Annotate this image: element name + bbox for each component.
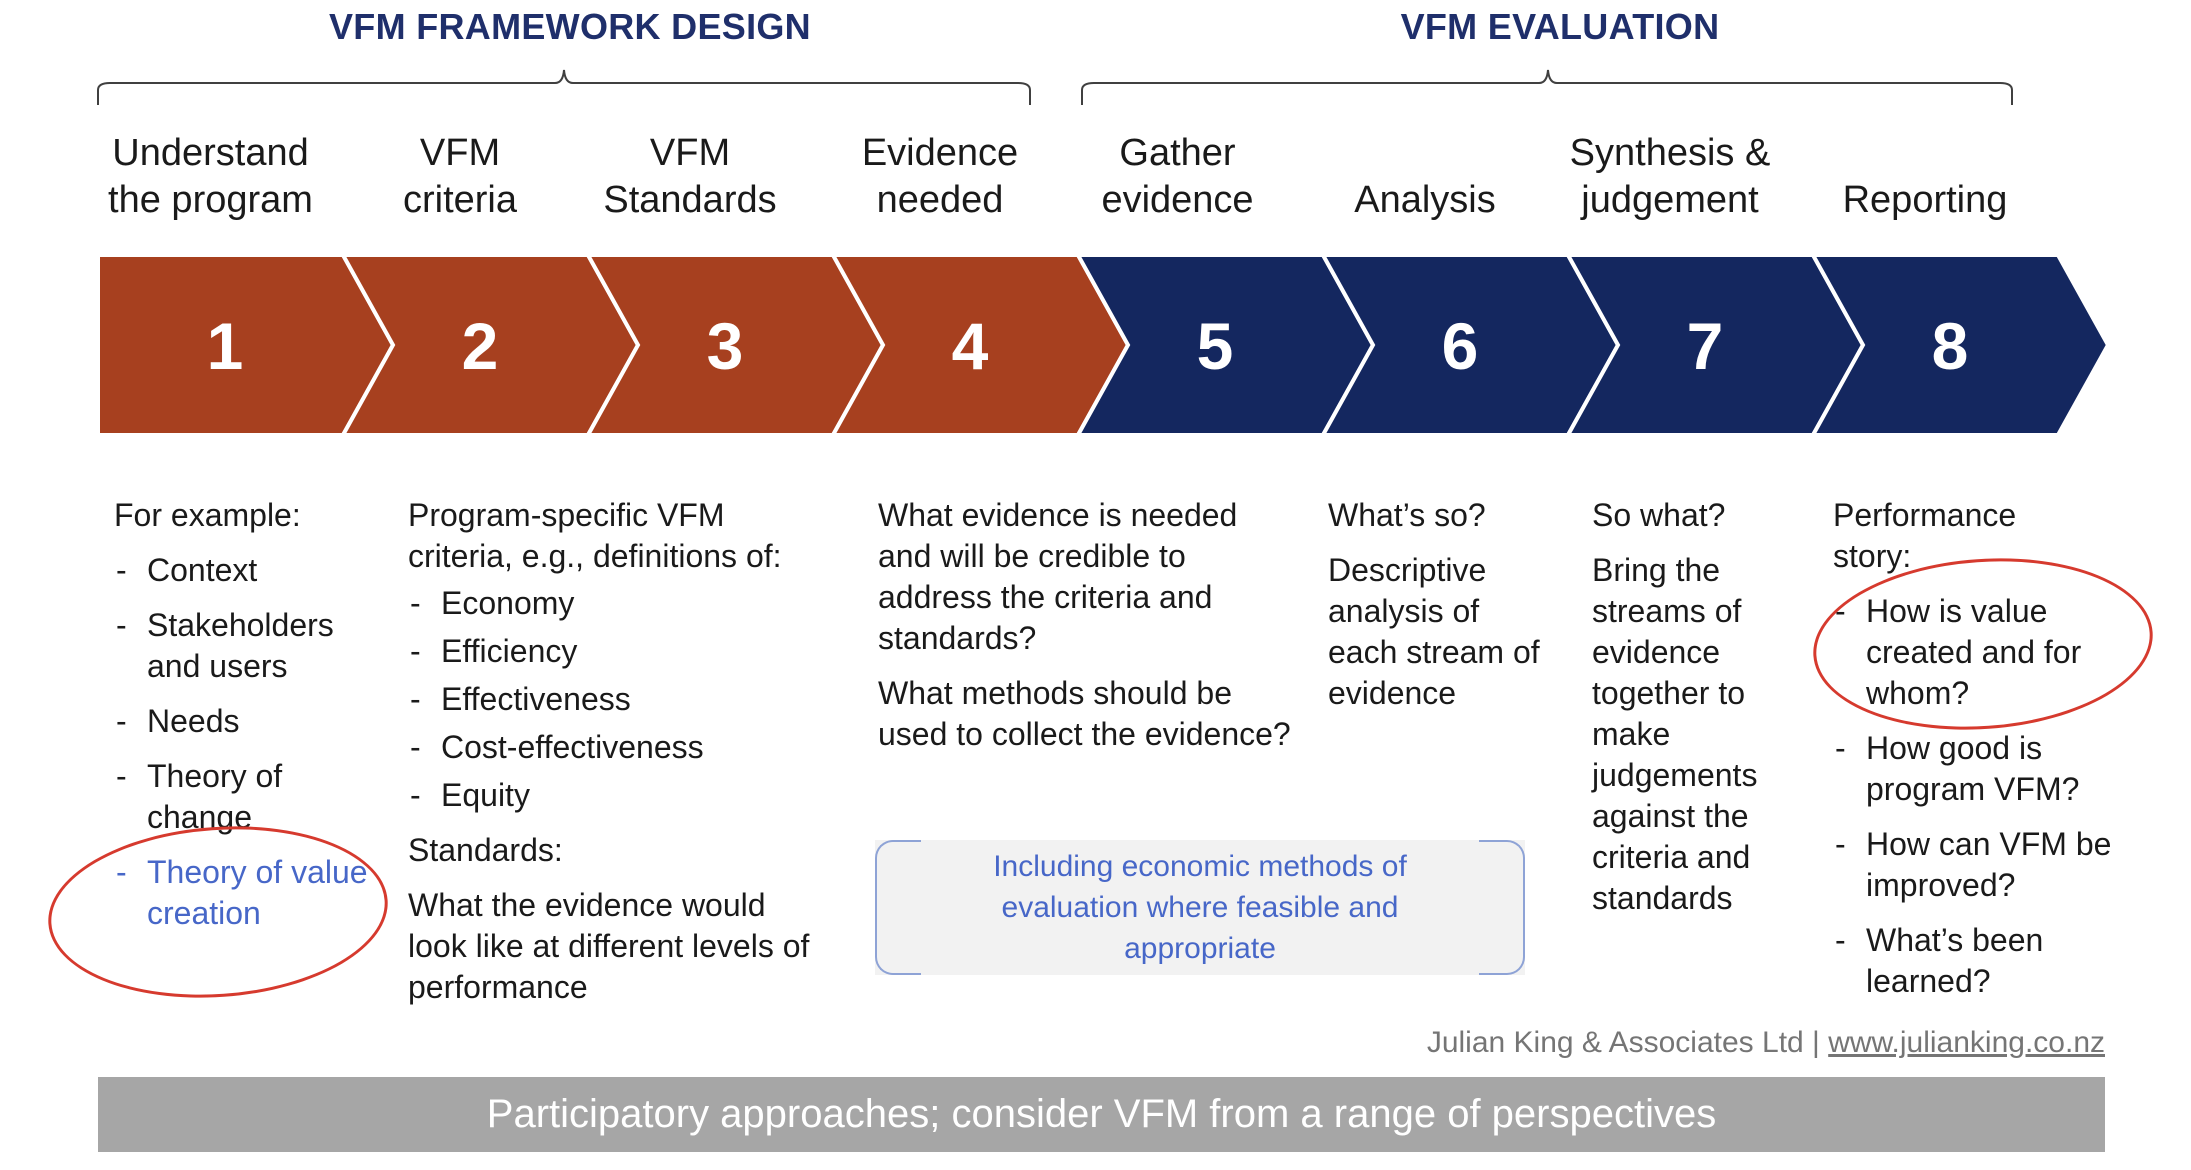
list-item: Effectiveness — [408, 679, 828, 720]
list-item: Stakeholders and users — [114, 605, 374, 687]
design-brace — [97, 69, 1031, 105]
step-1-details: For example: Context Stakeholders and us… — [114, 495, 374, 948]
section-braces — [97, 69, 2013, 105]
standards-heading: Standards: — [408, 832, 563, 868]
evaluation-heading: VFM EVALUATION — [1400, 6, 1720, 47]
col4-text: Descriptive analysis of each stream of e… — [1328, 552, 1540, 711]
evaluation-brace — [1081, 69, 2013, 105]
step-4-details: What evidence is needed and will be cred… — [878, 495, 1298, 769]
standards-text: What the evidence would look like at dif… — [408, 887, 810, 1005]
list-item: How good is program VFM? — [1833, 728, 2118, 810]
step-7-details: So what? Bring the streams of evidence t… — [1592, 495, 1792, 933]
list-item: Cost-effectiveness — [408, 727, 828, 768]
list-item: Economy — [408, 583, 828, 624]
participatory-footer-band: Participatory approaches; consider VFM f… — [98, 1077, 2105, 1152]
list-item: What’s been learned? — [1833, 920, 2118, 1002]
credit-line: Julian King & Associates Ltd | www.julia… — [1330, 1026, 2105, 1060]
step-6-details: What’s so? Descriptive analysis of each … — [1328, 495, 1543, 728]
step-8-title: Reporting — [1842, 179, 2008, 221]
col5-text: Bring the streams of evidence together t… — [1592, 552, 1758, 916]
list-item: Equity — [408, 775, 828, 816]
step-4-number: 4 — [951, 309, 989, 383]
list-item: Theory of change — [114, 756, 374, 838]
process-chevrons — [96, 253, 2111, 437]
economic-methods-callout: Including economic methods of evaluation… — [875, 840, 1525, 975]
evidence-question-1: What evidence is needed and will be cred… — [878, 497, 1238, 656]
framework-design-heading: VFM FRAMEWORK DESIGN — [329, 6, 811, 47]
step-7-title: Synthesis &judgement — [1569, 132, 1771, 221]
col2-intro: Program-specific VFM criteria, e.g., def… — [408, 497, 782, 574]
step-8-number: 8 — [1931, 309, 1969, 383]
list-item-highlighted: Theory of value creation — [114, 852, 374, 934]
list-item: How is value created and for whom? — [1833, 591, 2118, 714]
callout-left-bracket — [875, 840, 921, 975]
step-8-chevron — [1809, 253, 2111, 437]
step-6-title: Analysis — [1354, 179, 1496, 221]
list-item: Efficiency — [408, 631, 828, 672]
step-8-details: Performance story: How is value created … — [1833, 495, 2118, 1016]
credit-org: Julian King & Associates Ltd | — [1426, 1026, 1820, 1059]
step-7-number: 7 — [1686, 309, 1724, 383]
list-item: How can VFM be improved? — [1833, 824, 2118, 906]
step-2-3-details: Program-specific VFM criteria, e.g., def… — [408, 495, 828, 1022]
evidence-question-2: What methods should be used to collect t… — [878, 675, 1291, 752]
callout-right-bracket — [1479, 840, 1525, 975]
step-2-number: 2 — [461, 309, 499, 383]
col1-intro: For example: — [114, 497, 301, 533]
col4-heading: What’s so? — [1328, 497, 1486, 533]
step-3-number: 3 — [706, 309, 744, 383]
list-item: Needs — [114, 701, 374, 742]
callout-text: Including economic methods of evaluation… — [993, 850, 1407, 965]
col6-intro: Performance story: — [1833, 497, 2017, 574]
col5-heading: So what? — [1592, 497, 1726, 533]
step-6-number: 6 — [1441, 309, 1479, 383]
credit-url[interactable]: www.julianking.co.nz — [1828, 1026, 2105, 1059]
step-5-number: 5 — [1196, 309, 1234, 383]
list-item: Context — [114, 550, 374, 591]
step-1-number: 1 — [206, 309, 244, 383]
